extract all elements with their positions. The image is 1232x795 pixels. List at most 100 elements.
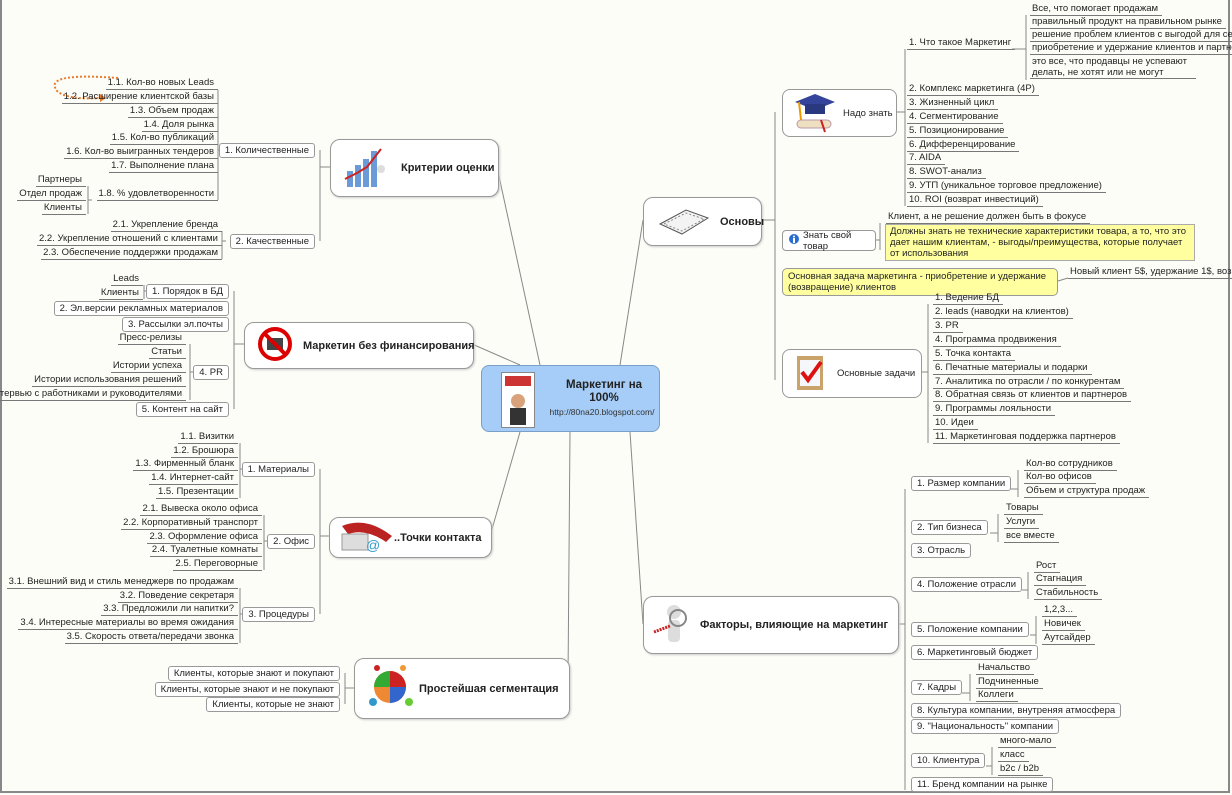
factor-subitem[interactable]: Рост <box>1034 559 1061 573</box>
procedures-item[interactable]: 3.3. Предложили ли напитки? <box>101 602 238 616</box>
know-item[interactable]: 4. Сегментирование <box>907 110 1003 124</box>
factor-subitem[interactable]: b2c / b2b <box>998 762 1044 776</box>
segment-item[interactable]: Клиенты, которые знают и не покупают <box>154 682 340 697</box>
db-item[interactable]: Leads <box>111 272 143 286</box>
subtopic-know-product[interactable]: Знать свой товар <box>782 230 876 252</box>
branch-mailing[interactable]: 3. Рассылки эл.почты <box>121 317 229 332</box>
definition-item[interactable]: правильный продукт на правильном рынке <box>1030 15 1226 29</box>
procedures-item[interactable]: 3.5. Скорость ответа/передачи звонка <box>64 630 238 644</box>
office-item[interactable]: 2.4. Туалетные комнаты <box>149 543 262 557</box>
criteria-item[interactable]: 2.2. Укрепление отношений с клиентами <box>36 232 222 246</box>
procedures-item[interactable]: 3.1. Внешний вид и стиль менеджерв по пр… <box>6 575 238 589</box>
know-item[interactable]: 10. ROI (возврат инвестиций) <box>907 193 1043 207</box>
factor-item[interactable]: 10. Клиентура <box>911 753 986 768</box>
criteria-item[interactable]: 1.6. Кол-во выигранных тендеров <box>64 145 218 159</box>
subtopic-main-task[interactable]: Основная задача маркетинга - приобретени… <box>782 268 1058 296</box>
task-item[interactable]: 3. PR <box>933 319 963 333</box>
subtopic-need-to-know[interactable]: Надо знать <box>782 89 897 137</box>
pr-item[interactable]: Интервью с работниками и руководителями <box>0 387 186 401</box>
factor-item[interactable]: 7. Кадры <box>911 680 963 695</box>
satisfaction-item[interactable]: Клиенты <box>41 201 86 215</box>
branch-materials[interactable]: 1. Материалы <box>241 462 315 477</box>
subtopic-main-tasks[interactable]: Основные задачи <box>782 349 922 398</box>
segment-item[interactable]: Клиенты, которые не знают <box>206 697 340 712</box>
criteria-item[interactable]: 1.8. % удовлетворенности <box>96 187 218 201</box>
factor-item[interactable]: 1. Размер компании <box>911 476 1012 491</box>
factor-item[interactable]: 9. "Национальность" компании <box>911 719 1060 734</box>
topic-basics[interactable]: Основы <box>643 197 764 246</box>
topic-segmentation[interactable]: Простейшая сегментация <box>354 658 570 719</box>
pr-item[interactable]: Истории успеха <box>110 359 186 373</box>
factor-subitem[interactable]: все вместе <box>1004 529 1059 543</box>
factor-subitem[interactable]: Аутсайдер <box>1042 631 1095 645</box>
factor-item[interactable]: 11. Бренд компании на рынке <box>911 777 1054 792</box>
factor-subitem[interactable]: Начальство <box>976 661 1034 675</box>
criteria-item[interactable]: 1.2. Расширение клиентской базы <box>61 90 218 104</box>
definition-item[interactable]: это все, что продавцы не успевают делать… <box>1030 56 1196 79</box>
factor-subitem[interactable]: класс <box>998 748 1029 762</box>
criteria-item[interactable]: 1.1. Кол-во новых Leads <box>105 76 218 90</box>
topic-criteria[interactable]: Критерии оценки <box>330 139 499 197</box>
factor-item[interactable]: 6. Маркетинговый бюджет <box>911 645 1039 660</box>
materials-item[interactable]: 1.2. Брошюра <box>171 444 238 458</box>
task-item[interactable]: 8. Обратная связь от клиентов и партнеро… <box>933 388 1132 402</box>
procedures-item[interactable]: 3.4. Интересные материалы во время ожида… <box>18 616 238 630</box>
task-item[interactable]: 11. Маркетинговая поддержка партнеров <box>933 430 1120 444</box>
central-url[interactable]: http://80na20.blogspot.com/ <box>549 407 655 417</box>
task-item[interactable]: 1. Ведение БД <box>933 291 1003 305</box>
know-item[interactable]: 8. SWOT-анализ <box>907 165 986 179</box>
definition-item[interactable]: приобретение и удержание клиентов и парт… <box>1030 41 1232 55</box>
factor-item[interactable]: 4. Положение отрасли <box>911 577 1022 592</box>
task-item[interactable]: 6. Печатные материалы и подарки <box>933 361 1092 375</box>
factor-subitem[interactable]: Кол-во сотрудников <box>1024 457 1117 471</box>
know-item[interactable]: 7. AIDA <box>907 151 946 165</box>
procedures-item[interactable]: 3.2. Поведение секретаря <box>117 589 238 603</box>
factor-subitem[interactable]: Стагнация <box>1034 572 1087 586</box>
pr-item[interactable]: Истории использования решений <box>32 373 186 387</box>
topic-no-funds[interactable]: Маркетин без финансирования <box>244 322 475 369</box>
branch-procedures[interactable]: 3. Процедуры <box>242 607 315 622</box>
task-item[interactable]: 10. Идеи <box>933 416 978 430</box>
factor-subitem[interactable]: Объем и структура продаж <box>1024 484 1150 498</box>
branch-db[interactable]: 1. Порядок в БД <box>146 284 229 299</box>
definition-item[interactable]: Все, что помогает продажам <box>1030 2 1163 16</box>
relationship-arrow[interactable] <box>53 75 119 100</box>
criteria-item[interactable]: 2.3. Обеспечение поддержки продажам <box>41 246 222 260</box>
definition-item[interactable]: решение проблем клиентов с выгодой для с… <box>1030 28 1232 42</box>
materials-item[interactable]: 1.3. Фирменный бланк <box>133 457 238 471</box>
branch-quantitative[interactable]: 1. Количественные <box>218 143 315 158</box>
factor-item[interactable]: 2. Тип бизнеса <box>911 520 988 535</box>
segment-item[interactable]: Клиенты, которые знают и покупают <box>167 666 340 681</box>
know-item[interactable]: 5. Позиционирование <box>907 124 1009 138</box>
pr-item[interactable]: Статьи <box>149 345 186 359</box>
materials-item[interactable]: 1.4. Интернет-сайт <box>149 471 238 485</box>
factor-subitem[interactable]: Коллеги <box>976 688 1018 702</box>
branch-office[interactable]: 2. Офис <box>267 534 315 549</box>
materials-item[interactable]: 1.5. Презентации <box>155 485 238 499</box>
factor-subitem[interactable]: Подчиненные <box>976 675 1043 689</box>
branch-qualitative[interactable]: 2. Качественные <box>229 234 315 249</box>
know-item[interactable]: 9. УТП (уникальное торговое предложение) <box>907 179 1106 193</box>
know-item[interactable]: 2. Комплекс маркетинга (4P) <box>907 82 1039 96</box>
criteria-item[interactable]: 2.1. Укрепление бренда <box>110 218 222 232</box>
factor-item[interactable]: 8. Культура компании, внутреняя атмосфер… <box>911 703 1122 718</box>
topic-factors[interactable]: Факторы, влияющие на маркетинг <box>643 596 899 654</box>
product-item[interactable]: Клиент, а не решение должен быть в фокус… <box>886 210 1091 224</box>
branch-pr[interactable]: 4. PR <box>193 365 229 380</box>
satisfaction-item[interactable]: Отдел продаж <box>17 187 86 201</box>
know-item[interactable]: 6. Дифференцирование <box>907 138 1020 152</box>
know-item[interactable]: 1. Что такое Маркетинг <box>907 36 1016 50</box>
office-item[interactable]: 2.5. Переговорные <box>173 557 262 571</box>
topic-contacts[interactable]: @ ..Точки контакта <box>329 517 492 558</box>
task-item[interactable]: 4. Программа продвижения <box>933 333 1061 347</box>
factor-item[interactable]: 3. Отрасль <box>911 543 972 558</box>
factor-subitem[interactable]: 1,2,3... <box>1042 603 1078 617</box>
pr-item[interactable]: Пресс-релизы <box>117 331 186 345</box>
task-item[interactable]: 5. Точка контакта <box>933 347 1016 361</box>
satisfaction-item[interactable]: Партнеры <box>35 173 86 187</box>
factor-subitem[interactable]: Кол-во офисов <box>1024 470 1096 484</box>
product-highlight[interactable]: Должны знать не технические характеристи… <box>885 224 1195 261</box>
branch-content[interactable]: 5. Контент на сайт <box>135 402 229 417</box>
factor-subitem[interactable]: Товары <box>1004 501 1043 515</box>
main-task-note[interactable]: Новый клиент 5$, удержание 1$, возврат 2… <box>1068 265 1232 279</box>
